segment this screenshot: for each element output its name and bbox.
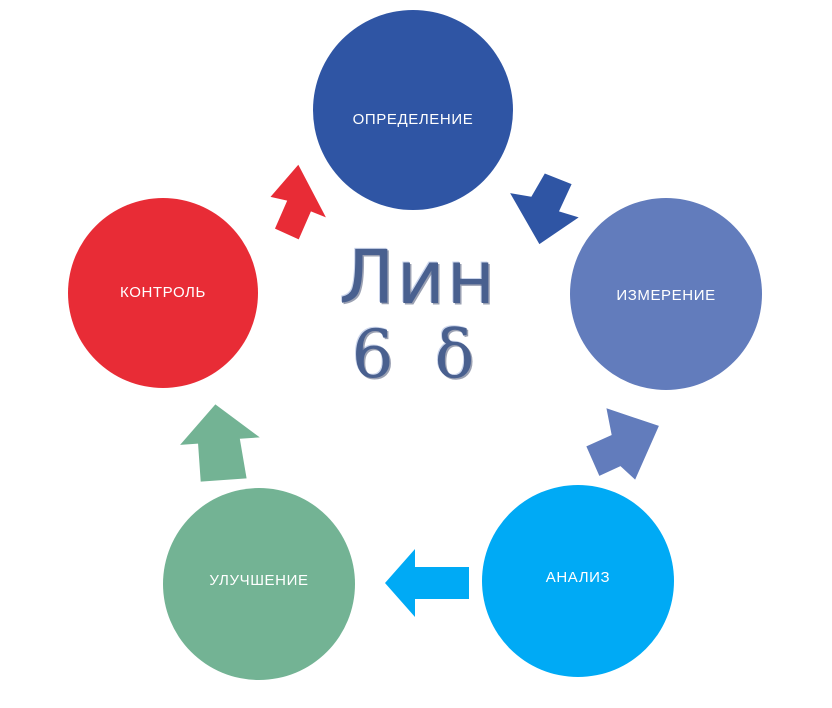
center-wordmark-line1: Лин bbox=[338, 235, 498, 321]
node-circle-define[interactable]: ОПРЕДЕЛЕНИЕ bbox=[313, 10, 513, 210]
node-circle-control[interactable]: КОНТРОЛЬ bbox=[68, 198, 258, 388]
node-label-measure: ИЗМЕРЕНИЕ bbox=[616, 286, 716, 304]
node-label-improve: УЛУЧШЕНИЕ bbox=[209, 571, 309, 589]
arrow-left-icon bbox=[381, 543, 473, 619]
arrow-up-icon bbox=[176, 396, 268, 488]
node-label-define: ОПРЕДЕЛЕНИЕ bbox=[352, 110, 474, 128]
arrow-down-left-icon bbox=[571, 398, 663, 490]
center-wordmark-line2: 6 δ bbox=[351, 316, 485, 393]
node-label-analyze: АНАЛИЗ bbox=[545, 568, 611, 586]
arrow-up-right-icon bbox=[246, 160, 338, 252]
arrow-down-right-icon bbox=[496, 160, 588, 252]
node-label-control: КОНТРОЛЬ bbox=[120, 283, 206, 301]
node-circle-measure[interactable]: ИЗМЕРЕНИЕ bbox=[570, 198, 762, 390]
center-wordmark: Лин 6 δ bbox=[268, 240, 568, 430]
node-circle-analyze[interactable]: АНАЛИЗ bbox=[482, 485, 674, 677]
node-circle-improve[interactable]: УЛУЧШЕНИЕ bbox=[163, 488, 355, 680]
